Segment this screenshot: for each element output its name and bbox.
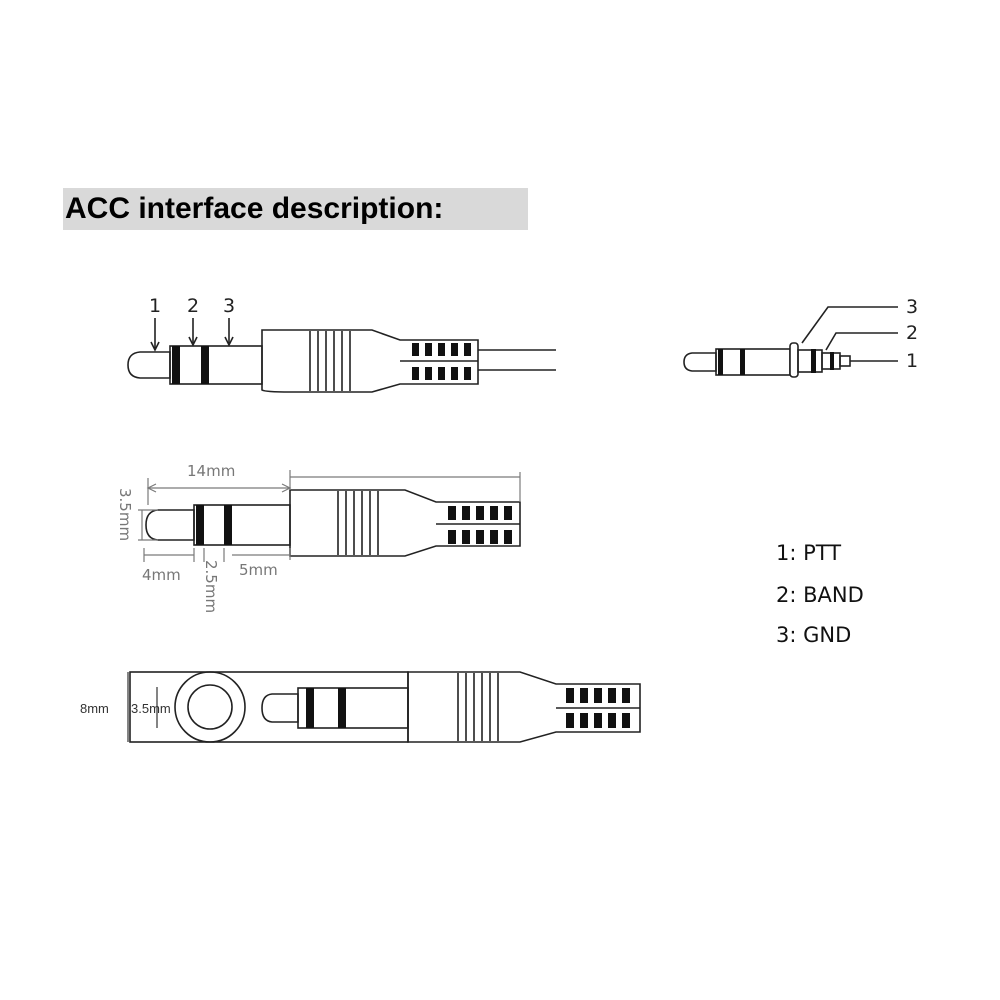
- dim-diameter-3-5mm: 3.5mm: [116, 488, 134, 541]
- legend-item-ptt: 1: PTT: [776, 541, 841, 565]
- plug-top-right: 3 2 1: [683, 296, 918, 378]
- page-title: ACC interface description:: [63, 188, 528, 230]
- dim-ring-2-5mm: 2.5mm: [202, 560, 220, 613]
- dim-body-8mm: 8mm: [80, 701, 109, 716]
- pin-label-left-2: 2: [187, 295, 199, 317]
- legend-item-band: 2: BAND: [776, 583, 864, 607]
- legend-item-gnd: 3: GND: [776, 623, 851, 647]
- pin-label-left-1: 1: [149, 295, 161, 317]
- pin-legend: 1: PTT 2: BAND 3: GND: [776, 541, 864, 647]
- plug-bottom-panel: 8mm 3.5mm: [80, 671, 641, 743]
- dim-length-14mm: 14mm: [187, 462, 235, 480]
- pin-label-right-1: 1: [906, 350, 918, 372]
- dim-hole-3-5mm: 3.5mm: [131, 701, 171, 716]
- plug-top-left: 1 2 3: [127, 295, 556, 393]
- pin-label-right-2: 2: [906, 322, 918, 344]
- dim-sleeve-5mm: 5mm: [239, 561, 278, 579]
- pin-label-right-3: 3: [906, 296, 918, 318]
- dim-tip-4mm: 4mm: [142, 566, 181, 584]
- plug-middle-dimensioned: 14mm 3.5mm 4mm 2.5mm 5mm: [116, 462, 521, 613]
- pin-label-left-3: 3: [223, 295, 235, 317]
